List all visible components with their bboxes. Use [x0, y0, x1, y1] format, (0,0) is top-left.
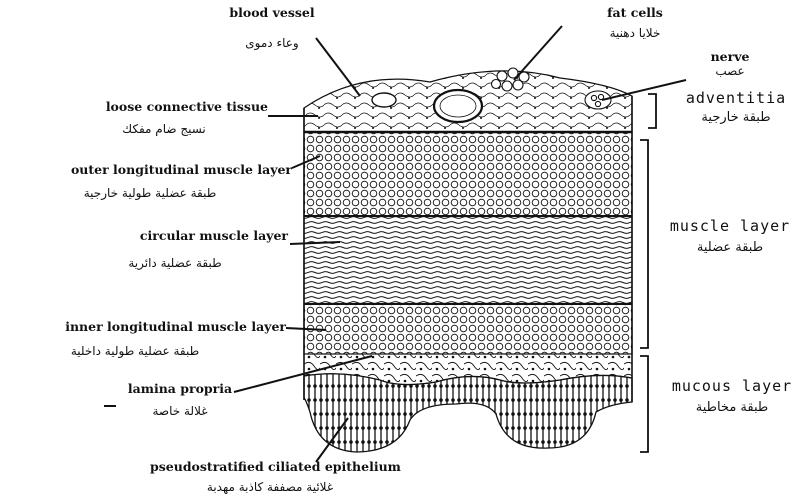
epithelium-label: pseudostratified ciliated epithelium — [150, 460, 390, 474]
circular-muscle-label-ar: طبقة عضلية دائرية — [70, 256, 280, 270]
leader-fat-cells — [514, 26, 562, 80]
outer-longitudinal-label-ar: طبقة عضلية طولية خارجية — [30, 186, 270, 200]
inner-longitudinal-region — [304, 304, 632, 354]
loose-connective-label: loose connective tissue — [20, 100, 268, 114]
lamina-propria-label: lamina propria — [120, 382, 240, 396]
nerve-label: nerve — [690, 50, 770, 64]
adventitia-layer-label-ar: طبقة خارجية — [666, 110, 806, 125]
small-vessel-shape — [372, 93, 396, 107]
epithelium-region — [304, 374, 632, 452]
mucous-layer-label-ar: طبقة مخاطية — [656, 400, 808, 415]
muscle-layer-label-ar: طبقة عضلية — [656, 240, 804, 255]
outer-longitudinal-region — [304, 132, 632, 216]
inner-longitudinal-label-ar: طبقة عضلية طولية داخلية — [10, 344, 260, 358]
tissue-block — [304, 68, 632, 452]
circular-muscle-region — [304, 216, 632, 304]
muscle-layer-label: muscle layer — [656, 218, 804, 235]
adventitia-layer-label: adventitia — [666, 90, 806, 107]
blood-vessel-label: blood vessel — [202, 6, 342, 20]
circular-muscle-label: circular muscle layer — [60, 229, 288, 243]
inner-longitudinal-label: inner longitudinal muscle layer — [0, 320, 286, 334]
mucous-layer-label: mucous layer — [656, 378, 808, 395]
fat-cells-label: fat cells — [580, 6, 690, 20]
bracket-adventitia — [648, 94, 656, 128]
epithelium-label-ar: غلائية مصففة كاذبة مهدبة — [150, 480, 390, 494]
fat-cells-label-ar: خلايا دهنية — [580, 26, 690, 40]
nerve-label-ar: عصب — [690, 64, 770, 78]
bracket-mucous — [640, 356, 648, 452]
lamina-propria-label-ar: غلالة خاصة — [120, 404, 240, 418]
blood-vessel-label-ar: وعاء دموى — [202, 36, 342, 50]
layer-brackets — [640, 94, 656, 452]
loose-connective-label-ar: نسيج ضام مفكك — [64, 122, 264, 136]
outer-longitudinal-label: outer longitudinal muscle layer — [0, 163, 292, 177]
nerve-bundle — [585, 91, 611, 109]
bracket-muscle — [640, 140, 648, 348]
